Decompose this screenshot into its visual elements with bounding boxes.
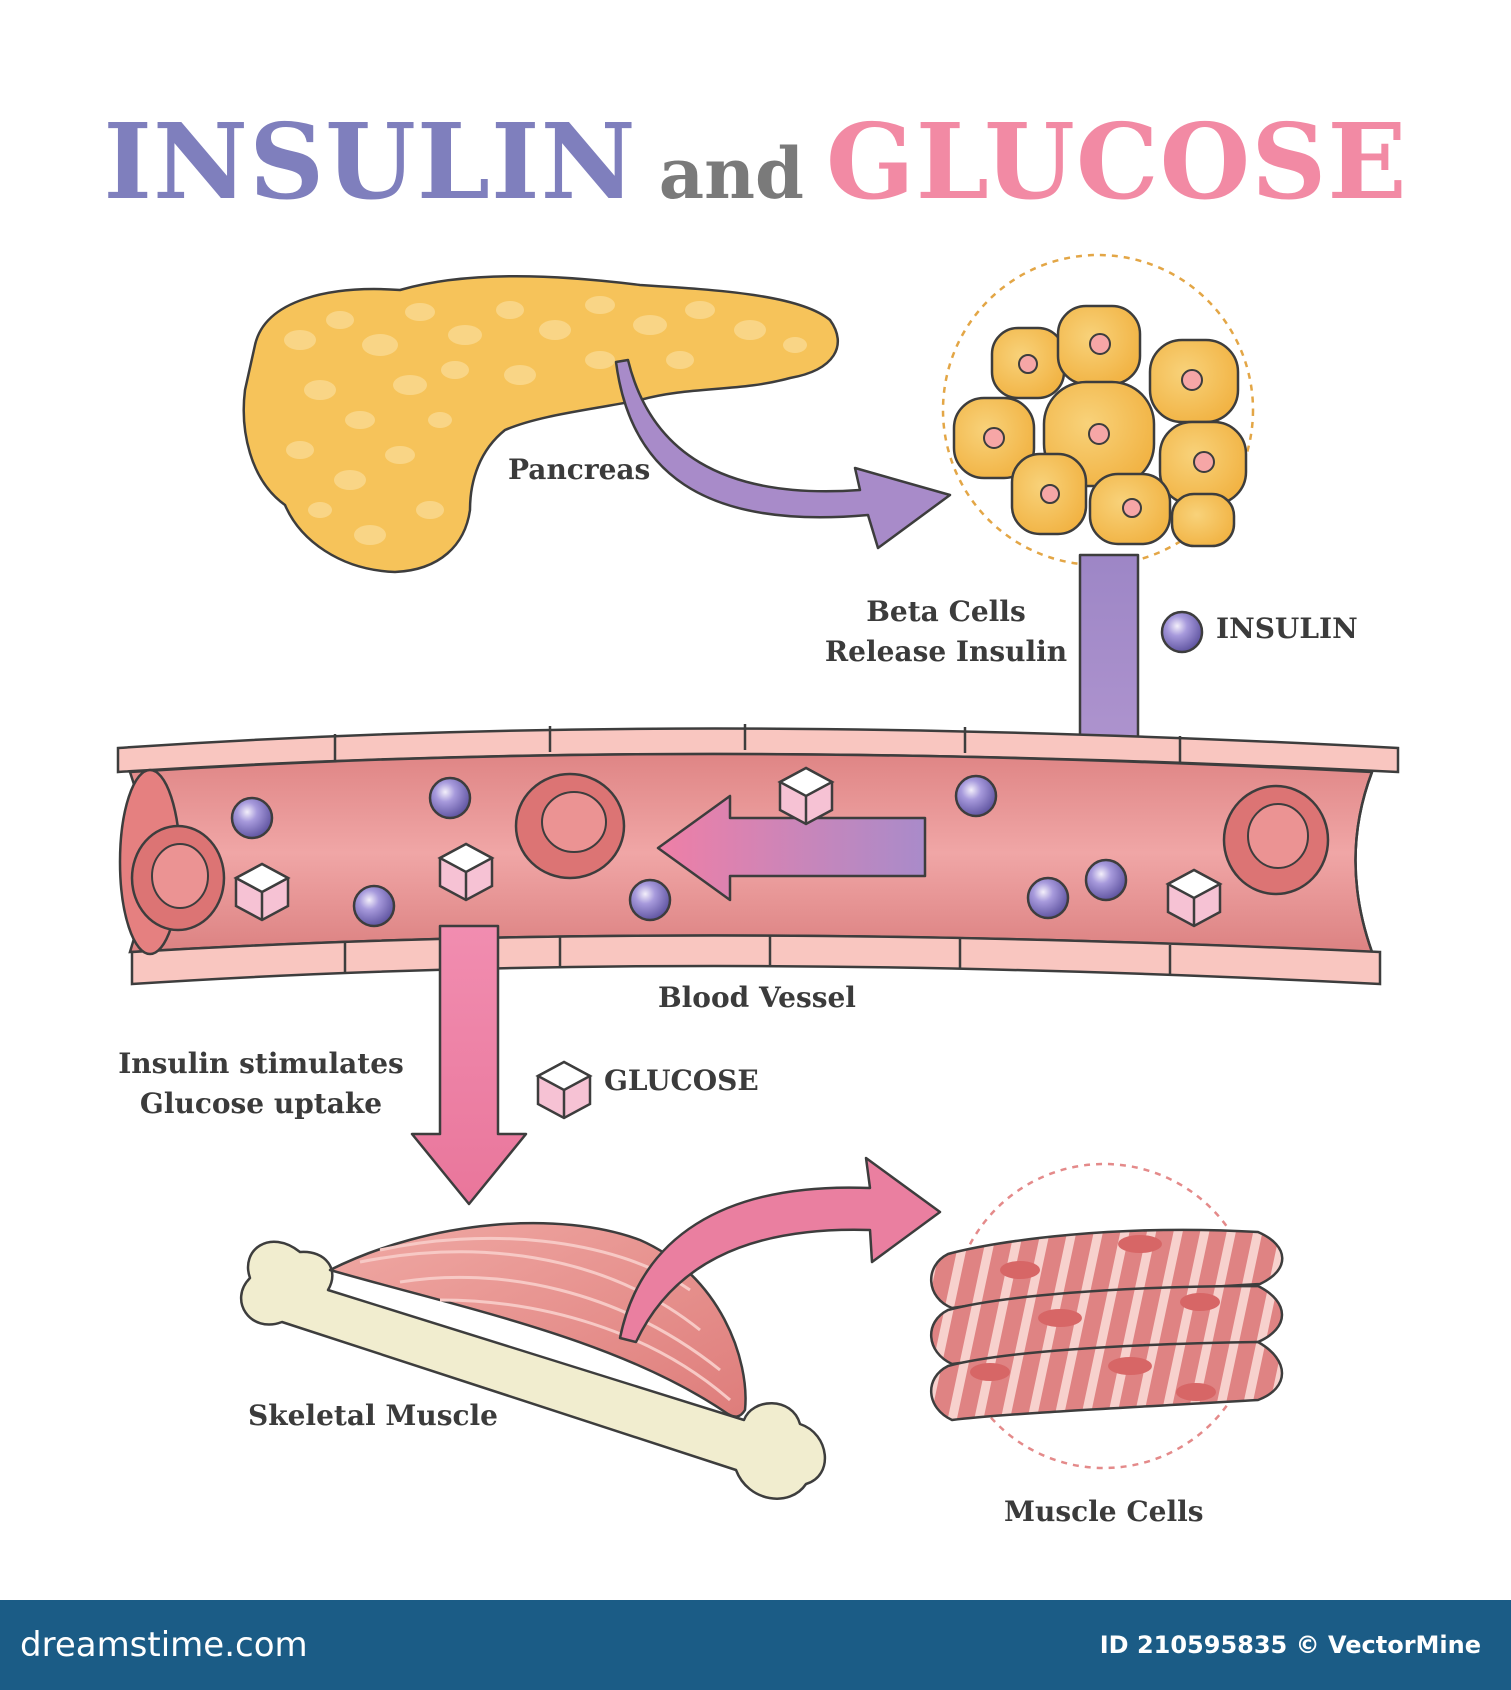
beta-cells-cluster — [943, 255, 1253, 565]
muscle-cells-label: Muscle Cells — [1004, 1492, 1204, 1532]
beta-cells-label-line2: Release Insulin — [816, 632, 1076, 672]
pancreas-organ — [244, 276, 838, 572]
red-blood-cell — [132, 826, 224, 930]
beta-cells-label: Beta Cells Release Insulin — [816, 592, 1076, 672]
red-blood-cell — [516, 774, 624, 878]
footer-site-name[interactable]: dreamstime.com — [20, 1625, 308, 1665]
pancreas-label: Pancreas — [508, 450, 650, 490]
stimulates-label: Insulin stimulates Glucose uptake — [104, 1044, 418, 1124]
watermark-footer: dreamstime.com ID 210595835 © VectorMine — [0, 1600, 1511, 1690]
insulin-legend-label: INSULIN — [1216, 612, 1358, 645]
beta-cells-label-line1: Beta Cells — [816, 592, 1076, 632]
insulin-sphere-icon — [1162, 612, 1202, 652]
stimulates-label-line1: Insulin stimulates — [104, 1044, 418, 1084]
muscle-cells-bundle — [931, 1164, 1282, 1468]
glucose-legend-label: GLUCOSE — [604, 1064, 759, 1097]
glucose-cube-icon — [538, 1062, 590, 1118]
skeletal-muscle-label: Skeletal Muscle — [248, 1396, 498, 1436]
insulin-legend: INSULIN — [1216, 612, 1358, 645]
page-title: INSULIN and GLUCOSE — [0, 100, 1511, 223]
title-and: and — [659, 132, 804, 215]
title-insulin: INSULIN — [103, 100, 636, 223]
title-glucose: GLUCOSE — [826, 100, 1408, 223]
glucose-legend: GLUCOSE — [604, 1064, 759, 1097]
red-blood-cell — [1224, 786, 1328, 894]
footer-image-id: ID 210595835 © VectorMine — [1100, 1631, 1481, 1659]
stimulates-label-line2: Glucose uptake — [104, 1084, 418, 1124]
blood-vessel-label: Blood Vessel — [658, 978, 856, 1018]
